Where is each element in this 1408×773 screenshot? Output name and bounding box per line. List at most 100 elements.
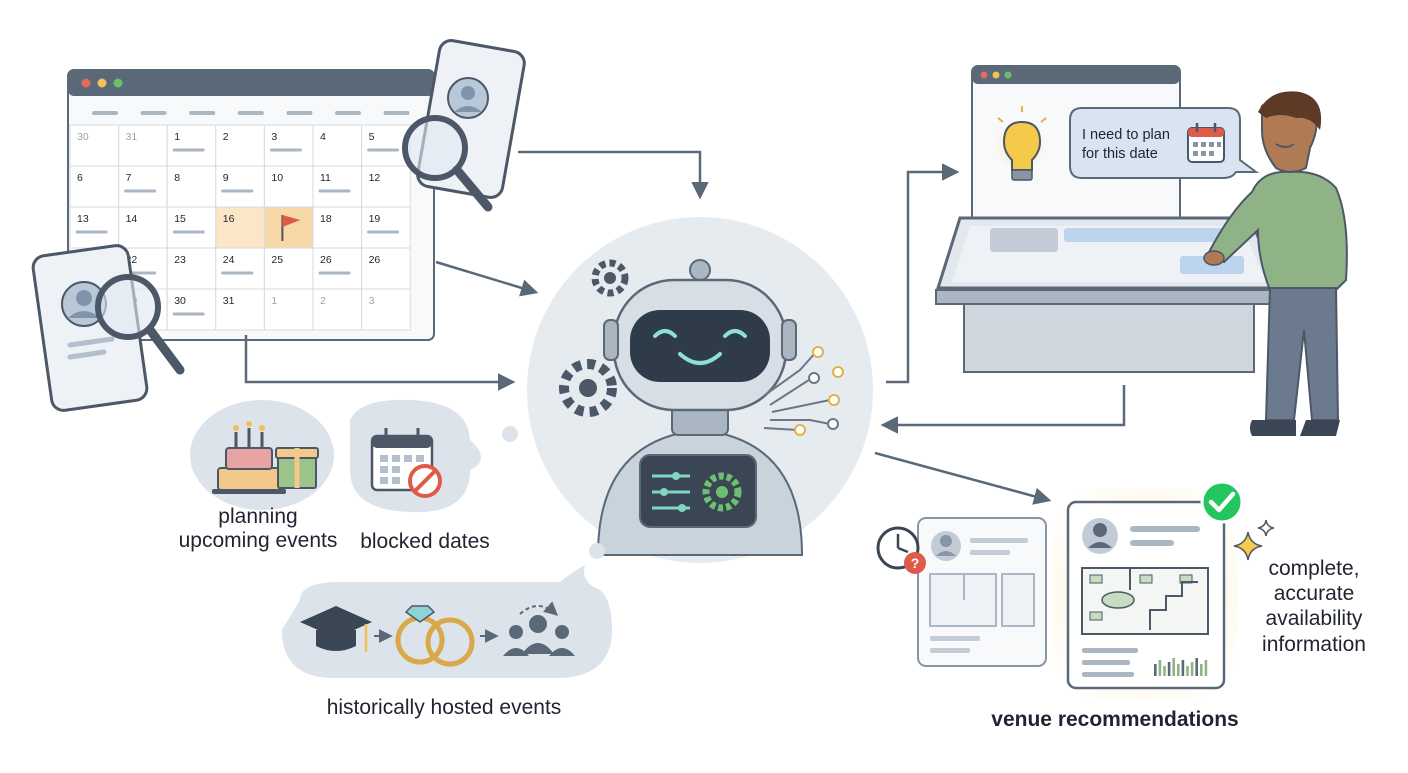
arrow-phone-to-robot [518,150,709,200]
planning-bubble [190,400,334,510]
calendar-day-number: 6 [77,172,83,184]
thought-dot [502,426,518,442]
calendar-day-number: 9 [223,172,229,184]
venue-card-secondary [917,517,1047,667]
touch-table [935,216,1283,373]
floorplan-icon [929,573,1035,627]
arrows [244,150,1126,505]
calendar-day-cell[interactable] [263,288,314,331]
checkmark-icon [1200,480,1244,524]
blocked-bubble [350,399,481,513]
availability-bar [1204,660,1208,676]
window-max-dot [113,78,123,88]
magnifier-icon [95,274,185,375]
planning-label-line-1: planning [218,505,298,528]
gear-icon [702,472,742,512]
thought-dot [589,543,605,559]
window-min-dot [97,78,107,88]
calendar-day-cell[interactable] [118,165,168,208]
group-icon [503,601,575,656]
calendar-day-cell[interactable] [166,165,217,208]
person-icon [1203,91,1348,436]
calendar-day-cell[interactable] [361,288,411,331]
sparkle-icon [1233,519,1275,561]
calendar-day-cell[interactable] [69,206,120,249]
calendar-day-number: 23 [174,254,186,266]
calendar-day-number: 18 [320,213,332,225]
calendar-day-number: 14 [126,213,138,225]
calendar-day-number: 10 [271,172,283,184]
arrow-user-to-robot [880,385,1126,434]
speech-line-1: I need to plan [1082,127,1170,143]
calendar-day-cell[interactable] [263,206,314,249]
calendar-day-cell[interactable] [166,288,217,331]
calendar-day-number: 16 [223,213,235,225]
planning-label: planning upcoming events [179,505,338,552]
calendar-day-cell[interactable] [263,124,314,167]
complete-line-1: complete, [1268,557,1360,580]
calendar-day-number: 4 [320,131,326,143]
calendar-day-cell[interactable] [118,206,168,249]
calendar-day-number: 1 [174,131,180,143]
availability-bars [1154,658,1208,676]
calendar-day-number: 22 [126,254,138,266]
robot-icon [527,217,873,563]
graduation-cap-icon [300,606,372,652]
calendar-day-cell[interactable] [215,165,265,208]
speech-bubble: I need to plan for this date [1069,107,1259,179]
gear-icon [591,259,629,297]
calendar-day-cell[interactable] [361,206,411,249]
calendar-day-number: 7 [126,172,132,184]
calendar-day-number: 11 [320,172,331,184]
svg-text:?: ? [911,555,920,571]
complete-label: complete, accurate availability informat… [1248,556,1380,657]
calendar-day-cell[interactable] [312,206,363,249]
availability-bar [1172,658,1175,676]
complete-line-3: availability [1265,607,1363,631]
calendar-day-number: 26 [369,254,381,266]
calendar-day-number: 31 [126,131,138,143]
calendar-day-cell[interactable] [215,124,265,167]
calendar-day-cell[interactable] [69,165,120,208]
availability-bar [1163,666,1166,676]
question-icon: ? [904,552,926,574]
availability-bar [1190,662,1194,676]
calendar-day-number: 30 [77,131,89,143]
calendar-day-number: 24 [223,254,235,266]
availability-bar [1186,666,1189,676]
calendar-day-cell[interactable] [312,165,363,208]
calendar-day-cell[interactable] [263,165,314,208]
historical-label: historically hosted events [326,696,562,719]
calendar-day-number: 31 [223,295,235,307]
arrow-calendar-bottom-to-robot [244,335,516,391]
rings-icon [395,605,475,667]
availability-bar [1154,664,1157,676]
calendar-day-cell[interactable] [312,124,363,167]
gift-icon [275,447,319,489]
calendar-day-number: 5 [369,131,375,143]
venue-card-primary [1052,488,1238,700]
venue-label: venue recommendations [991,708,1239,731]
planning-label-line-2: upcoming events [178,528,338,552]
arrow-robot-to-venues [874,451,1052,505]
calendar-day-number: 15 [174,213,186,225]
availability-bar [1167,662,1171,676]
availability-bar [1195,658,1198,676]
calendar-icon [1187,123,1225,163]
calendar-day-number: 13 [77,213,89,225]
calendar-day-cell[interactable] [312,288,363,331]
calendar-day-number: 12 [369,172,381,184]
calendar-day-number: 25 [271,254,283,266]
calendar-day-number: 2 [223,131,229,143]
calendar-day-number: 3 [271,131,277,143]
calendar-day-number: 19 [369,213,381,225]
calendar-day-number: 1 [271,295,277,307]
calendar-day-cell[interactable] [166,206,217,249]
complete-line-2: accurate [1273,582,1355,606]
history-bubble [282,565,612,678]
blocked-calendar-icon [370,428,442,498]
availability-bar [1177,664,1180,676]
